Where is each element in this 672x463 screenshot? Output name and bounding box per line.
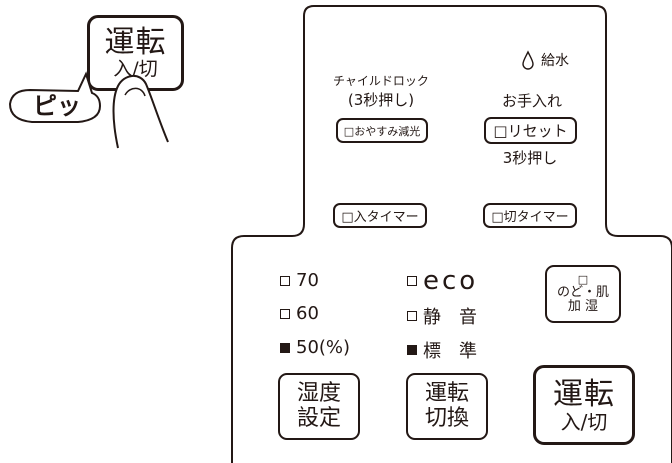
indicator-lamp [407, 311, 417, 321]
beep-text: ピッ [33, 92, 81, 120]
humidity-level-label: 70 [296, 270, 319, 291]
child-lock-label-line1: チャイルドロック [333, 74, 429, 88]
mode-label: eco [423, 266, 479, 296]
indicator-lamp [280, 275, 290, 286]
mode-switch-line2: 切換 [424, 405, 469, 431]
off-timer-button[interactable]: □切タイマー [483, 203, 577, 228]
mode-lamp-quiet: 静 音 [407, 303, 477, 329]
dim-button[interactable]: □おやすみ減光 [336, 118, 428, 143]
reset-hint: 3秒押し [502, 149, 558, 167]
speech-bubble-icon [8, 71, 102, 123]
humidity-level-label: 60 [296, 303, 319, 324]
mode-switch-button[interactable]: 運転 切換 [406, 373, 488, 440]
humidity-lamp-70: 70 [280, 270, 319, 291]
indicator-lamp-active [280, 342, 290, 353]
indicator-lamp-active [407, 345, 417, 355]
humidity-lamp-50: 50(%) [280, 337, 350, 358]
throat-skin-button[interactable]: □ のど・肌 加 湿 [545, 265, 621, 323]
power-button[interactable]: 運転 入/切 [533, 365, 635, 445]
on-timer-button[interactable]: □入タイマー [333, 203, 427, 228]
throat-skin-line1: のど・肌 [556, 284, 609, 300]
finger-icon [112, 75, 169, 149]
indicator-lamp [280, 308, 290, 319]
reset-button[interactable]: □リセット [484, 117, 577, 144]
indicator-lamp [407, 276, 417, 286]
mode-label: 標 準 [423, 341, 477, 362]
mode-lamp-standard: 標 準 [407, 337, 477, 363]
demo-button-line2: 入/切 [113, 58, 158, 81]
demo-power-button: 運転 入/切 [87, 15, 184, 91]
humidity-set-line2: 設定 [296, 405, 341, 431]
humidity-set-line1: 湿度 [296, 381, 341, 407]
child-lock-label-line2: (3秒押し) [347, 91, 415, 109]
humidity-set-button[interactable]: 湿度 設定 [278, 373, 360, 440]
throat-skin-line2: 加 湿 [567, 299, 599, 315]
throat-skin-indicator: □ [577, 272, 589, 286]
water-label: 給水 [541, 53, 569, 69]
water-drop-icon [522, 50, 534, 70]
water-indicator: 給水 [521, 50, 569, 70]
mode-label: 静 音 [423, 307, 477, 328]
power-line1: 運転 [553, 376, 615, 412]
humidity-lamp-60: 60 [280, 303, 319, 324]
maintenance-label: お手入れ [501, 92, 562, 110]
mode-lamp-eco: eco [407, 266, 478, 296]
power-line2: 入/切 [560, 409, 608, 434]
humidity-level-label: 50(%) [296, 337, 351, 358]
mode-switch-line1: 運転 [424, 381, 469, 407]
demo-button-line1: 運転 [104, 25, 167, 61]
